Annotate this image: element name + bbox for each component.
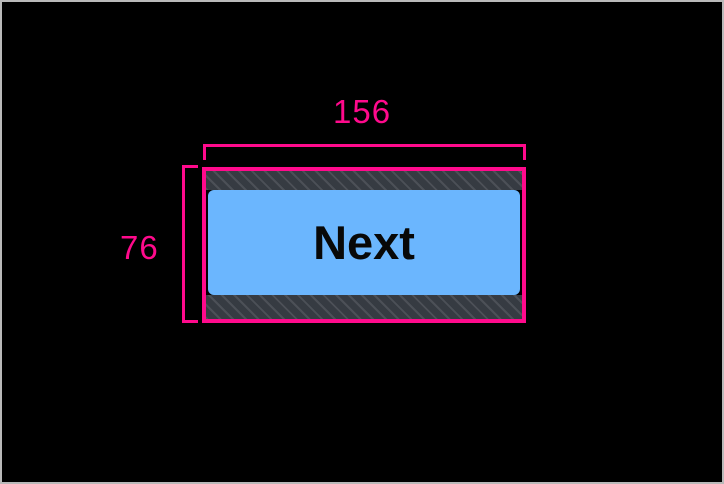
element-box-model: Next bbox=[206, 171, 522, 319]
next-button[interactable]: Next bbox=[208, 190, 520, 295]
height-dimension-label: 76 bbox=[120, 229, 159, 266]
width-dimension-label: 156 bbox=[333, 93, 392, 130]
width-dimension-bracket bbox=[203, 144, 526, 160]
element-selection-outline[interactable]: Next bbox=[202, 167, 526, 323]
height-dimension-bracket bbox=[182, 165, 198, 323]
margin-top-hatch bbox=[206, 171, 522, 190]
next-button-label: Next bbox=[313, 216, 415, 269]
margin-bottom-hatch bbox=[206, 295, 522, 319]
